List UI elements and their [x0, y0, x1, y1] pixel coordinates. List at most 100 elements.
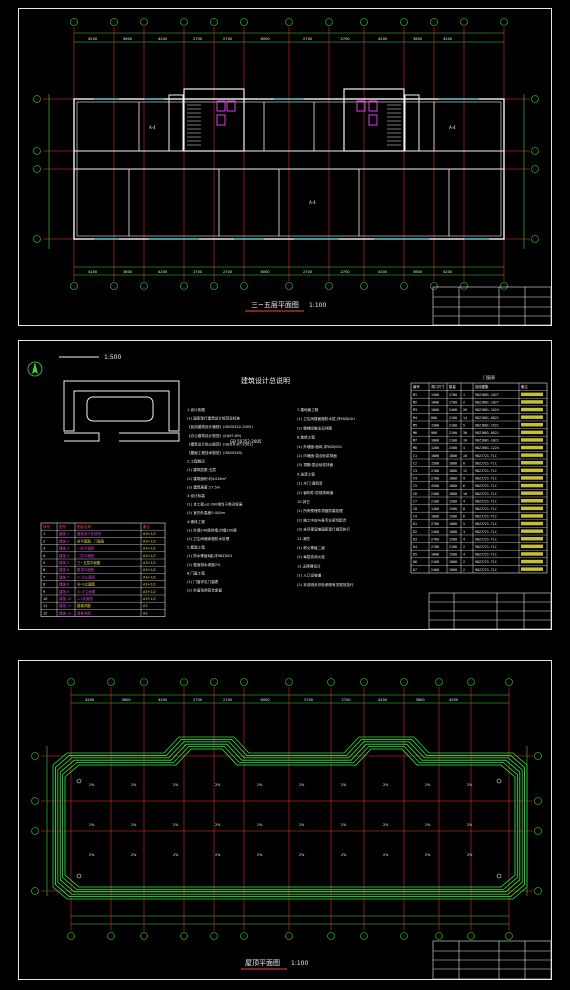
remark-mark: [521, 529, 543, 533]
table-cell: 楼梯详图: [77, 603, 91, 608]
table-cell: 1800: [449, 530, 457, 534]
table-cell: A3: [143, 611, 147, 615]
table-cell: A3+1/2: [143, 575, 156, 579]
note-line: (2) 建筑面积:约4416m²: [187, 476, 227, 481]
table-cell: 98ZJ721-TLC: [475, 515, 497, 519]
table-cell: 800: [431, 416, 437, 420]
note-line: 4.墙体工程: [187, 519, 205, 524]
table-cell: M1: [413, 393, 417, 397]
table-cell: 三~五层平面图: [77, 560, 101, 565]
table-cell: 2700: [431, 545, 439, 549]
remark-mark: [521, 537, 543, 541]
table-cell: 98ZJ601-1827: [475, 393, 499, 397]
slope-mark: 2%: [173, 783, 179, 787]
table-cell: 2100: [449, 545, 457, 549]
dimension-label: 3600: [123, 270, 133, 274]
axis-bubble: [107, 678, 115, 686]
axis-bubble: [140, 678, 148, 686]
axis-bubble: [210, 18, 218, 26]
remark-mark: [521, 499, 543, 503]
table-cell: 2100: [431, 469, 439, 473]
roof-drain-icon: [76, 778, 82, 784]
table-cell: 9: [43, 590, 45, 594]
axis-bubble: [31, 752, 39, 760]
north-arrow-icon: [27, 361, 43, 377]
slope-mark: 2%: [299, 823, 305, 827]
table-cell: 98ZJ721-TLC: [475, 537, 497, 541]
table-cell: 1800: [431, 515, 439, 519]
table-cell: 1800: [449, 477, 457, 481]
table-cell: 98ZJ721-TLC: [475, 553, 497, 557]
note-line: 12.无障碍设计: [297, 563, 321, 568]
table-cell: 30: [463, 431, 467, 435]
dimension-label: 4200: [158, 270, 168, 274]
slope-mark: 2%: [425, 853, 431, 857]
table-cell: M5: [413, 423, 417, 427]
dimension-label: 4200: [85, 698, 95, 702]
slope-mark: 2%: [299, 853, 305, 857]
slope-mark: 2%: [467, 783, 473, 787]
note-line: (1) 所有预埋件须做防腐处理: [297, 508, 343, 513]
table-cell: 98ZJ721-TLC: [475, 545, 497, 549]
axis-bubble: [210, 282, 218, 290]
table-cell: 1200: [431, 507, 439, 511]
room-tag: A-4: [449, 125, 456, 130]
dimension-label: 2700: [303, 270, 313, 274]
sheet-scale: 1:100: [291, 960, 308, 967]
note-line: 《屋面工程技术规范》(GB50345): [187, 450, 243, 455]
axis-bubble: [531, 147, 539, 155]
table-cell: D3: [413, 537, 417, 541]
note-line: 1.设计依据: [187, 407, 205, 412]
axis-bubble: [31, 827, 39, 835]
table-cell: C2: [413, 461, 417, 465]
axis-bubble: [33, 165, 41, 173]
remark-mark: [521, 400, 543, 404]
note-line: (1) 外墙240厚砖墙,内墙200厚: [187, 527, 237, 532]
roof-plan-drawing: 2%2%2%2%2%2%2%2%2%2%2%2%2%2%2%2%2%2%2%2%…: [31, 678, 551, 979]
table-cell: 1500: [431, 393, 439, 397]
table-cell: 10: [463, 454, 467, 458]
axis-bubble: [210, 932, 218, 940]
slope-mark: 2%: [341, 783, 347, 787]
table-cell: 4: [43, 554, 45, 558]
slope-mark: 2%: [89, 823, 95, 827]
table-cell: C9: [413, 515, 417, 519]
dimension-label: 4200: [88, 270, 98, 274]
remark-mark: [521, 453, 543, 457]
notes-title: 建筑设计总说明: [241, 376, 290, 385]
note-line: 9.油漆工程: [297, 471, 315, 476]
axis-bubble: [285, 678, 293, 686]
table-cell: 98ZJ721-TLC: [475, 568, 497, 572]
table-cell: 建施-8: [59, 582, 69, 587]
table-cell: D4: [413, 545, 417, 549]
table-cell: M3: [413, 408, 417, 412]
axis-bubble: [210, 678, 218, 686]
dimension-label: 2700: [223, 37, 233, 41]
table-cell: 1800: [431, 401, 439, 405]
table-cell: A3+1/2: [143, 554, 156, 558]
axis-bubble: [31, 887, 39, 895]
notes-code-line: GB 50352-2005: [230, 439, 262, 444]
axis-bubble: [400, 18, 408, 26]
table-cell: 1800: [449, 469, 457, 473]
table-cell: 26: [463, 408, 467, 412]
table-cell: 3: [463, 530, 465, 534]
table-cell: C1: [413, 454, 417, 458]
axis-bubble: [467, 678, 475, 686]
dimension-label: 3600: [413, 270, 423, 274]
table-cell: 建施-11: [59, 603, 71, 608]
table-cell: 2400: [431, 492, 439, 496]
table-cell: 10: [463, 439, 467, 443]
table-header: 图号: [59, 524, 67, 529]
slope-mark: 2%: [341, 853, 347, 857]
table-cell: 建施-1: [59, 531, 69, 536]
table-cell: 1800: [449, 522, 457, 526]
table-cell: 屋顶平面图: [77, 567, 95, 572]
dimension-label: 3600: [123, 37, 133, 41]
table-cell: 98ZJ721-TLC: [475, 484, 497, 488]
dimension-label: 4200: [378, 37, 388, 41]
axis-bubble: [67, 678, 75, 686]
axis-bubble: [110, 282, 118, 290]
remark-mark: [521, 415, 543, 419]
